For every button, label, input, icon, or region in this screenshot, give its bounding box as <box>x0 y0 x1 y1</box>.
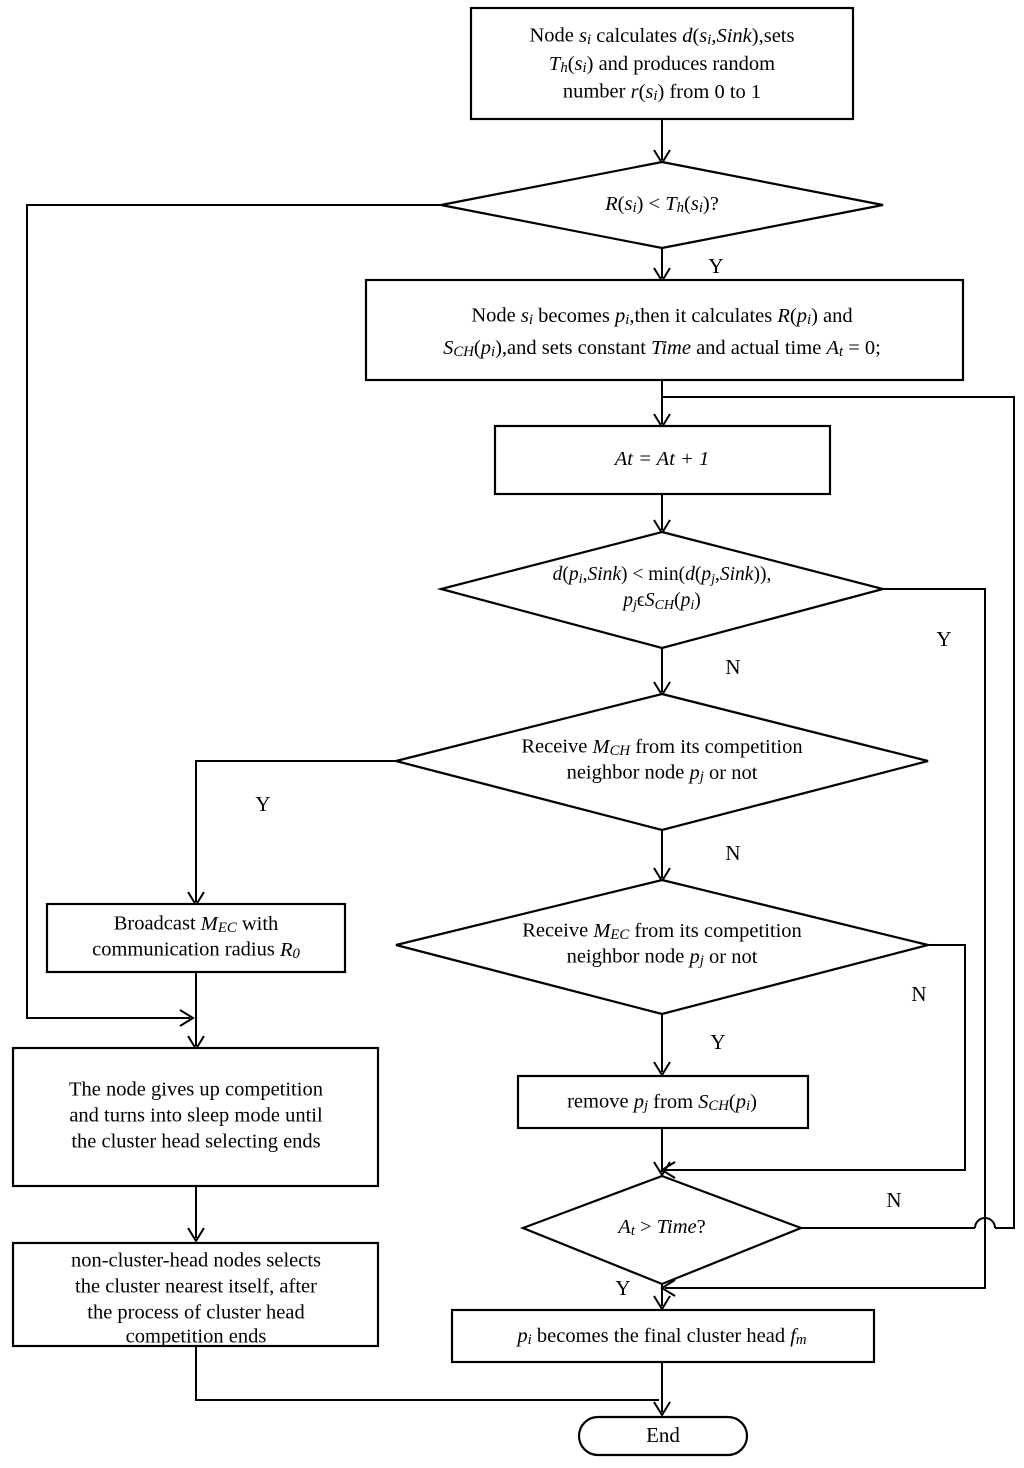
start-process-line1: Node si calculates d(si,Sink),sets <box>530 25 795 49</box>
final-cluster-head-text: pi becomes the final cluster head fm <box>515 1325 807 1349</box>
give-up-line1: The node gives up competition <box>69 1079 323 1101</box>
non-cluster-head-line2: the cluster nearest itself, after <box>75 1276 317 1298</box>
branch-label-mec-yes: Y <box>710 1030 725 1054</box>
node-decision-receive-mch[interactable] <box>395 692 929 832</box>
decision-receive-mch-line1: Receive MCH from its competition <box>521 736 802 760</box>
connector-mindist-yes <box>665 588 986 1289</box>
branch-label-threshold-yes: Y <box>708 254 723 278</box>
branch-label-layer: Y Y N Y N Y N Y N <box>255 254 951 1300</box>
connector-mec-no <box>665 944 966 1171</box>
non-cluster-head-line4: competition ends <box>126 1326 267 1348</box>
becomes-candidate-line2: SCH(pi),and sets constant Time and actua… <box>443 337 881 361</box>
branch-label-mch-no: N <box>725 841 740 865</box>
decision-receive-mec-line1: Receive MEC from its competition <box>522 920 802 944</box>
broadcast-mec-line1: Broadcast MEC with <box>114 913 279 937</box>
connector-line-hop <box>974 1217 996 1229</box>
branch-label-time-no: N <box>886 1188 901 1212</box>
node-decision-min-distance[interactable] <box>436 530 888 650</box>
non-cluster-head-line3: the process of cluster head <box>87 1302 304 1324</box>
node-remove-pj[interactable] <box>516 1074 810 1130</box>
node-increment-at[interactable] <box>493 424 832 496</box>
decision-min-distance-line2: pjϵSCH(pi) <box>621 590 700 613</box>
connector-threshold-no-loop <box>26 204 489 1019</box>
start-process-line3: number r(si) from 0 to 1 <box>563 81 761 105</box>
node-non-cluster-head[interactable] <box>11 1241 380 1348</box>
broadcast-mec-line2: communication radius R0 <box>92 939 300 963</box>
arrowhead-end-in <box>653 1401 671 1417</box>
node-give-up-competition[interactable] <box>11 1046 380 1188</box>
branch-label-mindist-yes: Y <box>936 627 951 651</box>
start-process-line2: Th(si) and produces random <box>549 53 775 77</box>
shape-layer <box>11 6 965 1457</box>
branch-label-mindist-no: N <box>725 655 740 679</box>
node-decision-receive-mec[interactable] <box>395 878 929 1016</box>
becomes-candidate-line1: Node si becomes pi,then it calculates R(… <box>471 305 852 329</box>
decision-receive-mch-line2: neighbor node pj or not <box>567 762 758 786</box>
connector-time-no-seg2 <box>662 396 1015 1229</box>
non-cluster-head-line1: non-cluster-head nodes selects <box>71 1250 321 1272</box>
connector-layer <box>26 119 1015 1417</box>
branch-label-mec-no: N <box>911 982 926 1006</box>
connector-mch-yes <box>195 760 398 902</box>
node-broadcast-mec[interactable] <box>45 902 347 974</box>
end-terminator-label: End <box>646 1423 680 1447</box>
text-layer: Node si calculates d(si,Sink),sets Th(si… <box>69 25 881 1447</box>
node-start-process[interactable] <box>469 6 855 121</box>
node-decision-threshold[interactable] <box>440 160 884 250</box>
decision-threshold-text: R(si) < Th(si)? <box>604 193 719 217</box>
branch-label-time-yes: Y <box>615 1276 630 1300</box>
connector-noncluster-to-end <box>195 1346 659 1401</box>
decision-min-distance-line1: d(pi,Sink) < min(d(pj,Sink)), <box>553 564 772 587</box>
give-up-line3: the cluster head selecting ends <box>71 1131 320 1153</box>
increment-at-text: At = At + 1 <box>613 448 709 470</box>
node-becomes-candidate[interactable] <box>364 278 965 382</box>
node-decision-time-expired[interactable] <box>519 1174 805 1286</box>
branch-label-mch-yes: Y <box>255 792 270 816</box>
node-end-terminator[interactable] <box>577 1415 749 1457</box>
give-up-line2: and turns into sleep mode until <box>69 1105 323 1127</box>
decision-time-expired-text: At > Time? <box>616 1216 705 1240</box>
decision-receive-mec-line2: neighbor node pj or not <box>567 946 758 970</box>
node-final-cluster-head[interactable] <box>450 1308 876 1364</box>
remove-pj-text: remove pj from SCH(pi) <box>567 1091 757 1115</box>
arrowhead-threshold-no <box>179 1009 195 1027</box>
arrowhead-noncluster-in <box>187 1227 205 1243</box>
